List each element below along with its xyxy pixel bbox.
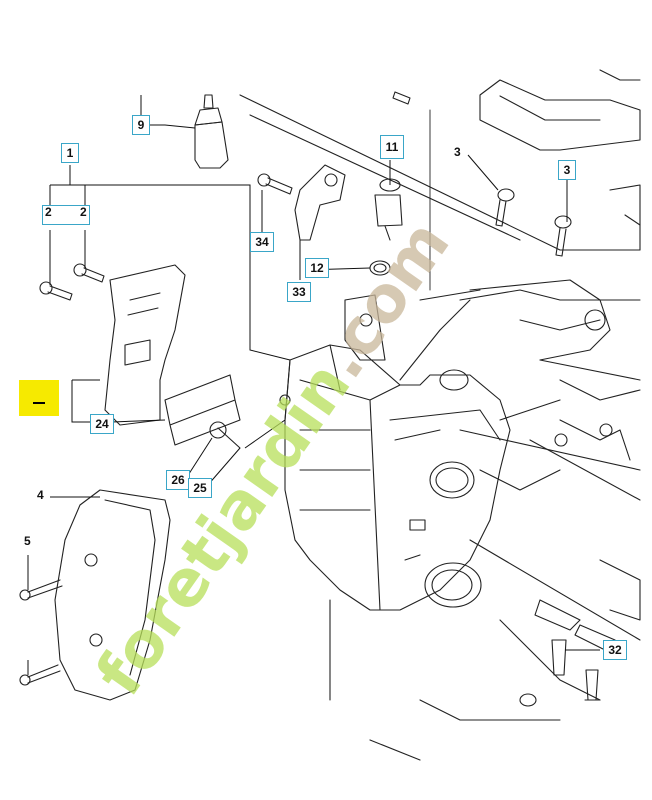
- callout-34: 34: [250, 232, 274, 252]
- callout-1: 1: [61, 143, 79, 163]
- callout-11: 11: [380, 135, 404, 159]
- callout-25: 25: [188, 478, 212, 498]
- highlight-box: [19, 380, 59, 416]
- callout-33: 33: [287, 282, 311, 302]
- callout-3b: 3: [558, 160, 576, 180]
- callout-2b: 2: [80, 205, 87, 219]
- callout-9: 9: [132, 115, 150, 135]
- callout-4: 4: [37, 488, 44, 502]
- callout-2a: 2: [45, 205, 52, 219]
- callout-32: 32: [603, 640, 627, 660]
- callout-24: 24: [90, 414, 114, 434]
- highlight-mark: [33, 402, 45, 404]
- callout-3a: 3: [454, 145, 461, 159]
- callout-2-box: [42, 205, 90, 225]
- callout-5: 5: [24, 534, 31, 548]
- callout-12: 12: [305, 258, 329, 278]
- callout-26: 26: [166, 470, 190, 490]
